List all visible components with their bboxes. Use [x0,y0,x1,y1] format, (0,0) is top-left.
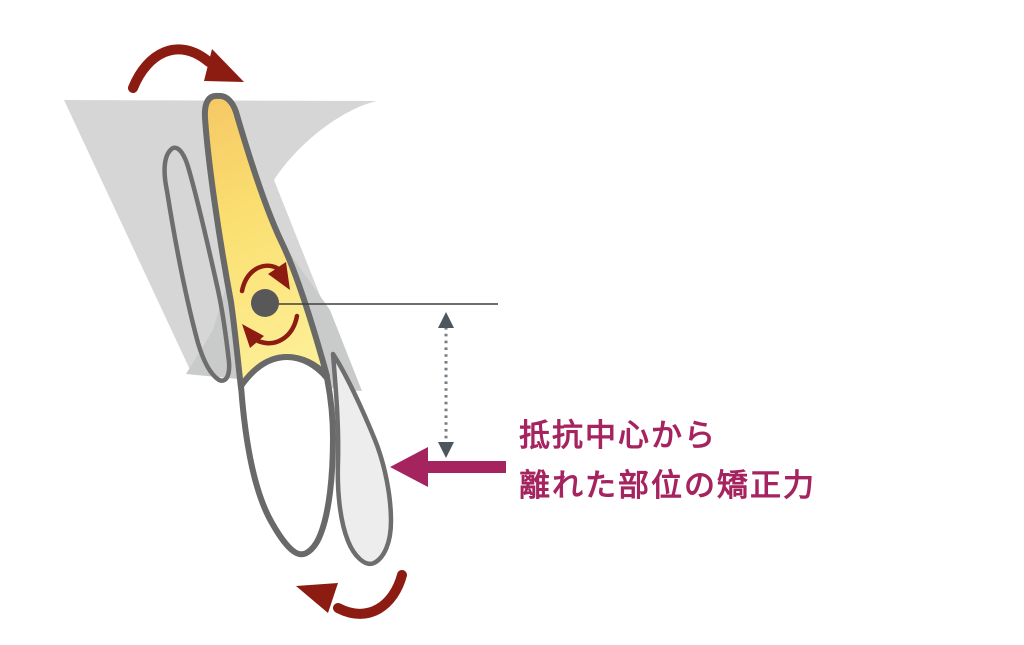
ghost-tooth-root-outline [162,145,232,383]
force-annotation-line1: 抵抗中心から [519,418,717,454]
moment-lower-arrow-icon [242,313,300,348]
moment-upper-arrow-icon [239,262,290,294]
incisal-rotation-arrow-icon [296,570,407,619]
apical-rotation-arrow-icon [128,44,244,93]
distance-indicator-dotted-line [438,312,454,458]
ghost-tooth-crown [330,351,394,567]
force-arrow-icon [390,447,506,487]
distance-arrowhead-down-icon [438,442,454,458]
tooth-crown [238,354,336,558]
force-annotation-line2: 離れた部位の矯正力 [519,468,816,504]
center-of-resistance-dot [251,289,279,317]
distance-arrowhead-up-icon [438,312,454,328]
